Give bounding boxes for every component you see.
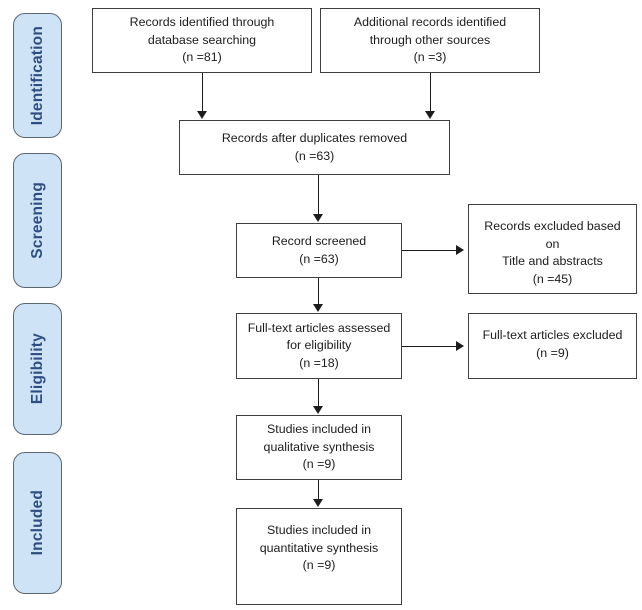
stage-label-included: Included	[28, 490, 46, 556]
connector-other-to-duplicates	[430, 73, 431, 112]
connector-screened-to-fulltext	[318, 278, 319, 305]
stage-label-screening: Screening	[28, 182, 46, 259]
connector-qualitative-to-quantitative	[318, 480, 319, 500]
box-duplicates-removed-text: Records after duplicates removed (n =63)	[221, 130, 408, 163]
box-fulltext-excluded: Full-text articles excluded (n =9)	[468, 313, 637, 379]
arrowhead-screened-to-excluded	[456, 245, 464, 255]
arrowhead-qualitative-to-quantitative	[313, 499, 323, 507]
box-records-screened-text: Record screened (n =63)	[271, 233, 367, 266]
box-other-records-text: Additional records identified through ot…	[353, 15, 507, 65]
stage-label-identification: Identification	[28, 25, 46, 126]
box-database-records: Records identified through database sear…	[92, 8, 312, 73]
connector-database-to-duplicates	[202, 73, 203, 112]
box-duplicates-removed: Records after duplicates removed (n =63)	[179, 120, 450, 175]
stage-pill-eligibility: Eligibility	[13, 303, 62, 435]
box-qualitative-synthesis: Studies included in qualitative synthesi…	[236, 415, 402, 480]
stage-label-eligibility: Eligibility	[28, 333, 46, 405]
box-fulltext-excluded-text: Full-text articles excluded (n =9)	[482, 328, 623, 360]
box-records-screened: Record screened (n =63)	[236, 223, 402, 278]
box-other-records: Additional records identified through ot…	[320, 8, 540, 73]
connector-fulltext-to-qualitative	[318, 379, 319, 407]
arrowhead-fulltext-to-qualitative	[313, 406, 323, 414]
box-fulltext-assessed-text: Full-text articles assessed for eligibil…	[247, 320, 391, 370]
connector-duplicates-to-screened	[318, 175, 319, 215]
connector-screened-to-excluded	[402, 250, 457, 251]
box-quantitative-synthesis: Studies included in quantitative synthes…	[236, 508, 402, 605]
stage-pill-included: Included	[13, 452, 62, 594]
arrowhead-database-to-duplicates	[197, 111, 207, 119]
arrowhead-duplicates-to-screened	[313, 214, 323, 222]
box-records-excluded: Records excluded based on Title and abst…	[468, 204, 637, 294]
arrowhead-screened-to-fulltext	[313, 304, 323, 312]
box-fulltext-assessed: Full-text articles assessed for eligibil…	[236, 313, 402, 379]
stage-pill-screening: Screening	[13, 153, 62, 288]
connector-fulltext-to-excluded	[402, 346, 457, 347]
box-qualitative-synthesis-text: Studies included in qualitative synthesi…	[263, 422, 375, 472]
box-quantitative-synthesis-text: Studies included in quantitative synthes…	[259, 523, 379, 573]
arrowhead-fulltext-to-excluded	[456, 341, 464, 351]
stage-pill-identification: Identification	[13, 13, 62, 138]
arrowhead-other-to-duplicates	[425, 111, 435, 119]
box-database-records-text: Records identified through database sear…	[129, 15, 275, 65]
box-records-excluded-text: Records excluded based on Title and abst…	[484, 219, 621, 286]
